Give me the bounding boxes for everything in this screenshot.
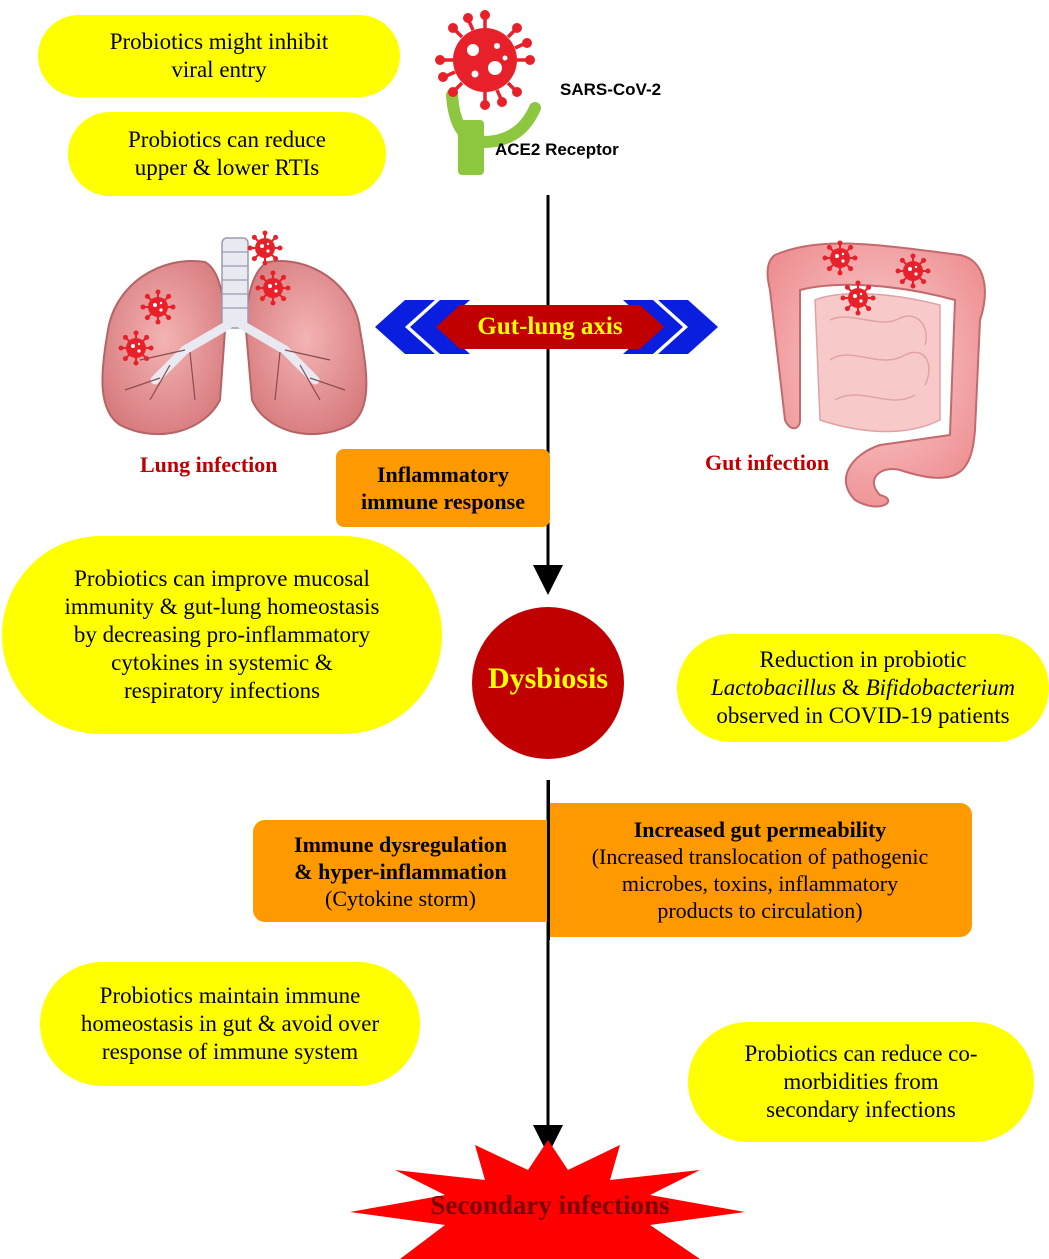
gut-infection-label: Gut infection	[705, 450, 830, 475]
text-line: immunity & gut-lung homeostasis	[64, 594, 380, 619]
text-line: & hyper-inflammation	[294, 858, 507, 884]
virus-icon	[254, 269, 292, 307]
secondary-infections-starburst	[350, 1140, 745, 1259]
box-mucosal-immunity: Probiotics can improve mucosal immunity …	[2, 536, 442, 734]
box-gut-permeability: Increased gut permeability (Increased tr…	[548, 803, 972, 937]
virus-icon	[894, 252, 932, 290]
dysbiosis-label: Dysbiosis	[487, 662, 609, 695]
bifidobacterium-text: Bifidobacterium	[865, 675, 1016, 700]
text-line: Probiotics maintain immune	[99, 983, 361, 1008]
text-line: viral entry	[171, 57, 267, 82]
virus-icon	[839, 279, 877, 317]
text-line: respiratory infections	[123, 678, 321, 703]
box-immune-homeostasis: Probiotics maintain immune homeostasis i…	[40, 962, 420, 1086]
box-inflammatory-response: Inflammatory immune response	[336, 449, 550, 527]
text-line: homeostasis in gut & avoid over	[80, 1011, 380, 1036]
lungs-icon	[101, 237, 368, 436]
virus-icon	[117, 329, 155, 367]
lung-infection-label: Lung infection	[140, 452, 278, 477]
virus-label: SARS-CoV-2	[560, 80, 662, 99]
text-line: morbidities from	[783, 1069, 939, 1094]
virus-icon	[246, 229, 284, 267]
gut-lung-axis-arrow	[375, 300, 718, 354]
ace2-receptor-icon	[446, 89, 541, 175]
receptor-label: ACE2 Receptor	[495, 140, 619, 159]
text-line: by decreasing pro-inflammatory	[73, 622, 371, 647]
text-line: Probiotics can improve mucosal	[74, 566, 370, 591]
text-line: microbes, toxins, inflammatory	[621, 871, 899, 896]
box-reduce-rti: Probiotics can reduce upper & lower RTIs	[68, 112, 386, 196]
text-line: immune response	[361, 489, 525, 514]
text-line: Immune dysregulation	[294, 831, 507, 857]
text-line: Probiotics can reduce	[128, 127, 326, 152]
text-line: upper & lower RTIs	[134, 155, 320, 180]
text-line: secondary infections	[766, 1097, 956, 1122]
text-line: (Cytokine storm)	[325, 885, 476, 911]
sars-cov-2-virus-icon	[435, 10, 535, 110]
gut-lung-axis-label: Gut-lung axis	[477, 313, 623, 340]
virus-icon	[821, 239, 859, 277]
text-line: Inflammatory	[377, 462, 509, 487]
text-line: Reduction in probiotic	[759, 647, 967, 672]
text-line: cytokines in systemic &	[111, 650, 333, 675]
flow-line-overlay	[547, 780, 550, 940]
text-line: Lactobacillus & Bifidobacterium	[711, 674, 1015, 702]
secondary-infections-label: Secondary infections	[430, 1190, 670, 1220]
text-line: Probiotics can reduce co-	[744, 1041, 978, 1066]
text-line: Increased gut permeability	[633, 817, 887, 842]
virus-icon	[139, 288, 177, 326]
text-line: Probiotics might inhibit	[109, 29, 329, 54]
ampersand-text: &	[836, 675, 866, 700]
dysbiosis-circle	[472, 607, 624, 759]
text-line: (Increased translocation of pathogenic	[591, 844, 929, 869]
lactobacillus-text: Lactobacillus	[710, 675, 837, 700]
box-reduction-probiotic: Reduction in probiotic Lactobacillus & B…	[677, 634, 1049, 742]
text-line: products to circulation)	[657, 898, 863, 923]
text-line: response of immune system	[101, 1039, 359, 1064]
box-reduce-comorbidities: Probiotics can reduce co- morbidities fr…	[688, 1022, 1034, 1142]
intestine-icon	[766, 242, 986, 508]
box-immune-dysregulation: Immune dysregulation & hyper-inflammatio…	[253, 820, 548, 922]
text-line: observed in COVID-19 patients	[716, 703, 1010, 728]
box-inhibit-viral-entry: Probiotics might inhibit viral entry	[38, 15, 400, 97]
